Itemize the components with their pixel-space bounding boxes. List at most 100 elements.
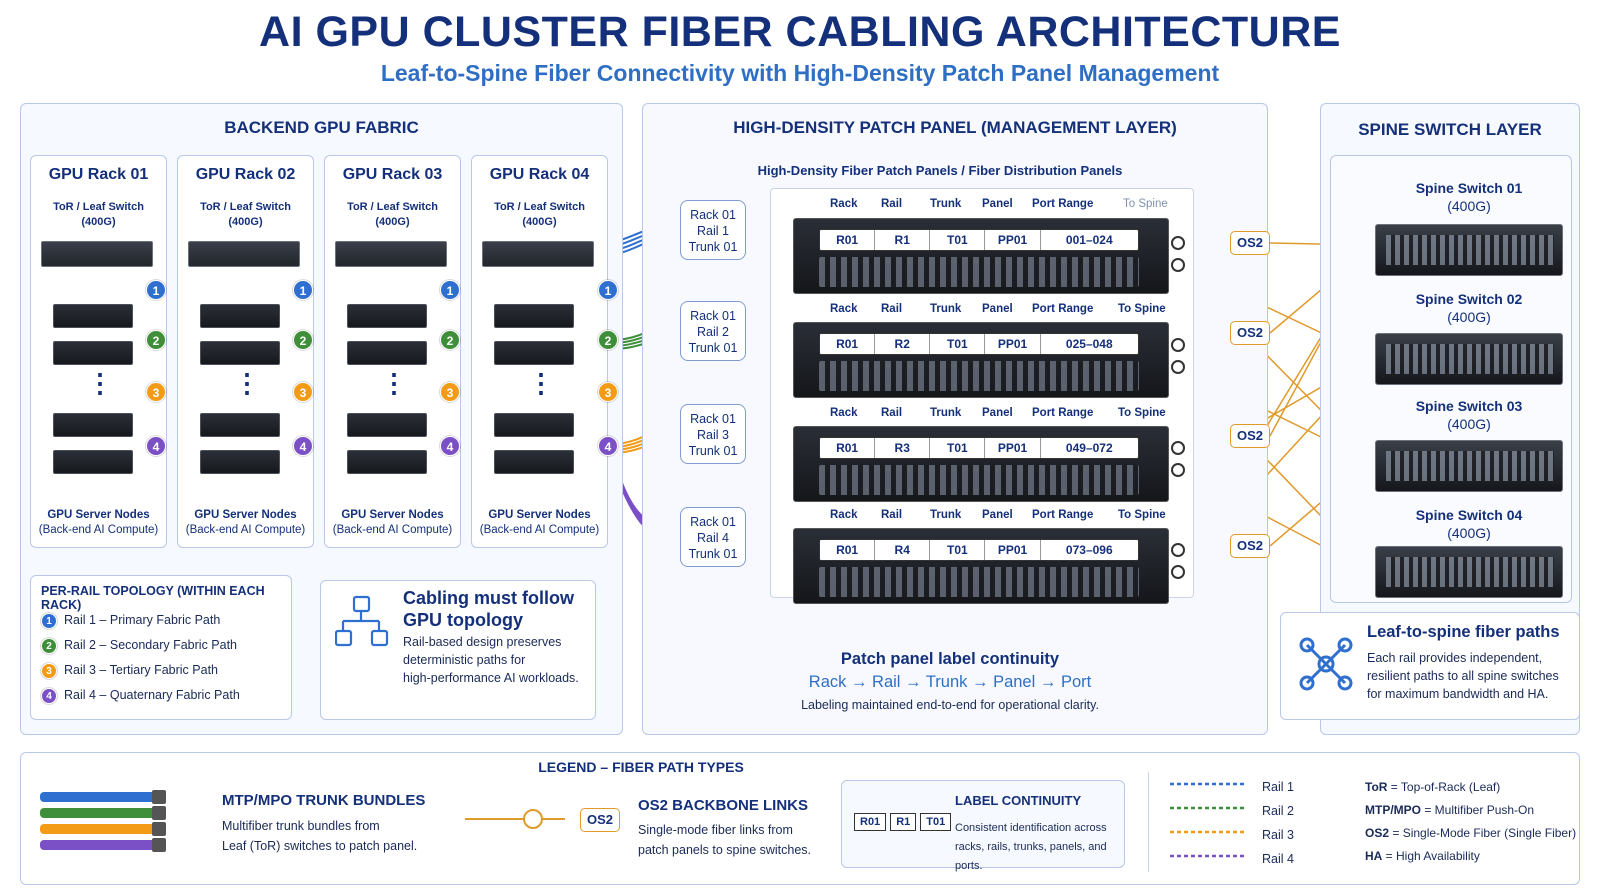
rack-title: GPU Rack 01 <box>48 166 149 183</box>
more-servers-ellipsis: ⋮ <box>87 368 113 398</box>
fiber-ports[interactable] <box>819 465 1139 495</box>
gpu-server-node[interactable] <box>200 304 280 328</box>
backend-panel-title: BACKEND GPU FABRIC <box>224 118 419 137</box>
rail-2-badge: 2 <box>146 330 166 350</box>
rail-4-badge: 4 <box>293 436 313 456</box>
spine-switch-04[interactable] <box>1375 546 1563 598</box>
rail-3-badge: 3 <box>293 382 313 402</box>
gpu-server-node[interactable] <box>53 341 133 365</box>
topology-tree-icon <box>335 595 389 647</box>
abbreviation-legend: ToR = Top-of-Rack (Leaf) MTP/MPO = Multi… <box>1365 780 1577 863</box>
spine-switch-01[interactable] <box>1375 224 1563 276</box>
rail-4-badge: 4 <box>598 436 618 456</box>
tor-switch-label: ToR / Leaf Switch(400G) <box>53 201 144 228</box>
rack-footer: GPU Server Nodes(Back-end AI Compute) <box>479 509 600 536</box>
tor-switch-label: ToR / Leaf Switch(400G) <box>494 201 585 228</box>
rack-footer: GPU Server Nodes(Back-end AI Compute) <box>38 509 159 536</box>
spine-panel-title: SPINE SWITCH LAYER <box>1358 120 1542 139</box>
gpu-server-node[interactable] <box>53 450 133 474</box>
more-servers-ellipsis: ⋮ <box>528 368 554 398</box>
legend-title: LEGEND – FIBER PATH TYPES <box>538 759 744 775</box>
tor-leaf-switch[interactable] <box>188 241 300 267</box>
tor-leaf-switch[interactable] <box>482 241 594 267</box>
os2-link-icon <box>465 809 565 829</box>
gpu-rack-01[interactable]: GPU Rack 01 ToR / Leaf Switch(400G) ⋮ GP… <box>30 155 167 548</box>
os2-link-tag: OS2 <box>1230 321 1270 345</box>
legend-panel: LEGEND – FIBER PATH TYPES <box>20 752 1580 885</box>
gpu-server-node[interactable] <box>347 304 427 328</box>
leaf-spine-note: Leaf-to-spine fiber paths Each rail prov… <box>1280 612 1580 720</box>
tor-leaf-switch[interactable] <box>335 241 447 267</box>
legend-os2-badge: OS2 <box>580 808 620 832</box>
gpu-server-node[interactable] <box>200 413 280 437</box>
gpu-server-node[interactable] <box>200 450 280 474</box>
leaf-spine-note-body: Each rail provides independent,resilient… <box>1367 651 1559 701</box>
spine-switch-02[interactable] <box>1375 333 1563 385</box>
gpu-server-node[interactable] <box>494 341 574 365</box>
mtp-legend-title: MTP/MPO TRUNK BUNDLES <box>222 792 426 809</box>
fiber-ports[interactable] <box>819 361 1139 391</box>
tor-leaf-switch[interactable] <box>41 241 153 267</box>
gpu-server-node[interactable] <box>347 341 427 365</box>
gpu-server-node[interactable] <box>494 450 574 474</box>
spine-switch-03[interactable] <box>1375 440 1563 492</box>
rack-title: GPU Rack 04 <box>489 166 590 183</box>
legend-divider <box>1148 772 1149 872</box>
gpu-server-node[interactable] <box>347 450 427 474</box>
continuity-flow: Rack → Rail → Trunk → Panel → Port <box>808 673 1092 691</box>
rail-4-badge: 4 <box>146 436 166 456</box>
rack-title: GPU Rack 02 <box>195 166 296 183</box>
fiber-ports[interactable] <box>819 257 1139 287</box>
gpu-rack-03[interactable]: GPU Rack 03 ToR / Leaf Switch(400G) ⋮ GP… <box>324 155 461 548</box>
gpu-server-node[interactable] <box>200 341 280 365</box>
spine-switch-02-label: Spine Switch 02(400G) <box>1415 291 1523 325</box>
gpu-server-node[interactable] <box>494 413 574 437</box>
network-nodes-icon <box>1299 637 1353 691</box>
rail-1-badge: 1 <box>598 280 618 300</box>
os2-link-tag: OS2 <box>1230 231 1270 255</box>
os2-link-tag: OS2 <box>1230 534 1270 558</box>
rail-1-badge: 1 <box>440 280 460 300</box>
fiber-ports[interactable] <box>819 567 1139 597</box>
gpu-rack-02[interactable]: GPU Rack 02 ToR / Leaf Switch(400G) ⋮ GP… <box>177 155 314 548</box>
gpu-rack-04[interactable]: GPU Rack 04 ToR / Leaf Switch(400G) ⋮ GP… <box>471 155 608 548</box>
rail-3-badge: 3 <box>598 382 618 402</box>
patch-panel-title: HIGH-DENSITY PATCH PANEL (MANAGEMENT LAY… <box>733 118 1177 137</box>
os2-link-tag: OS2 <box>1230 424 1270 448</box>
rail-1-badge: 1 <box>293 280 313 300</box>
tor-switch-label: ToR / Leaf Switch(400G) <box>347 201 438 228</box>
gpu-server-node[interactable] <box>53 304 133 328</box>
gpu-server-node[interactable] <box>53 413 133 437</box>
rail-2-badge: 2 <box>598 330 618 350</box>
gpu-server-node[interactable] <box>347 413 427 437</box>
more-servers-ellipsis: ⋮ <box>234 368 260 398</box>
more-servers-ellipsis: ⋮ <box>381 368 407 398</box>
rack-footer: GPU Server Nodes(Back-end AI Compute) <box>332 509 453 536</box>
gpu-server-node[interactable] <box>494 304 574 328</box>
